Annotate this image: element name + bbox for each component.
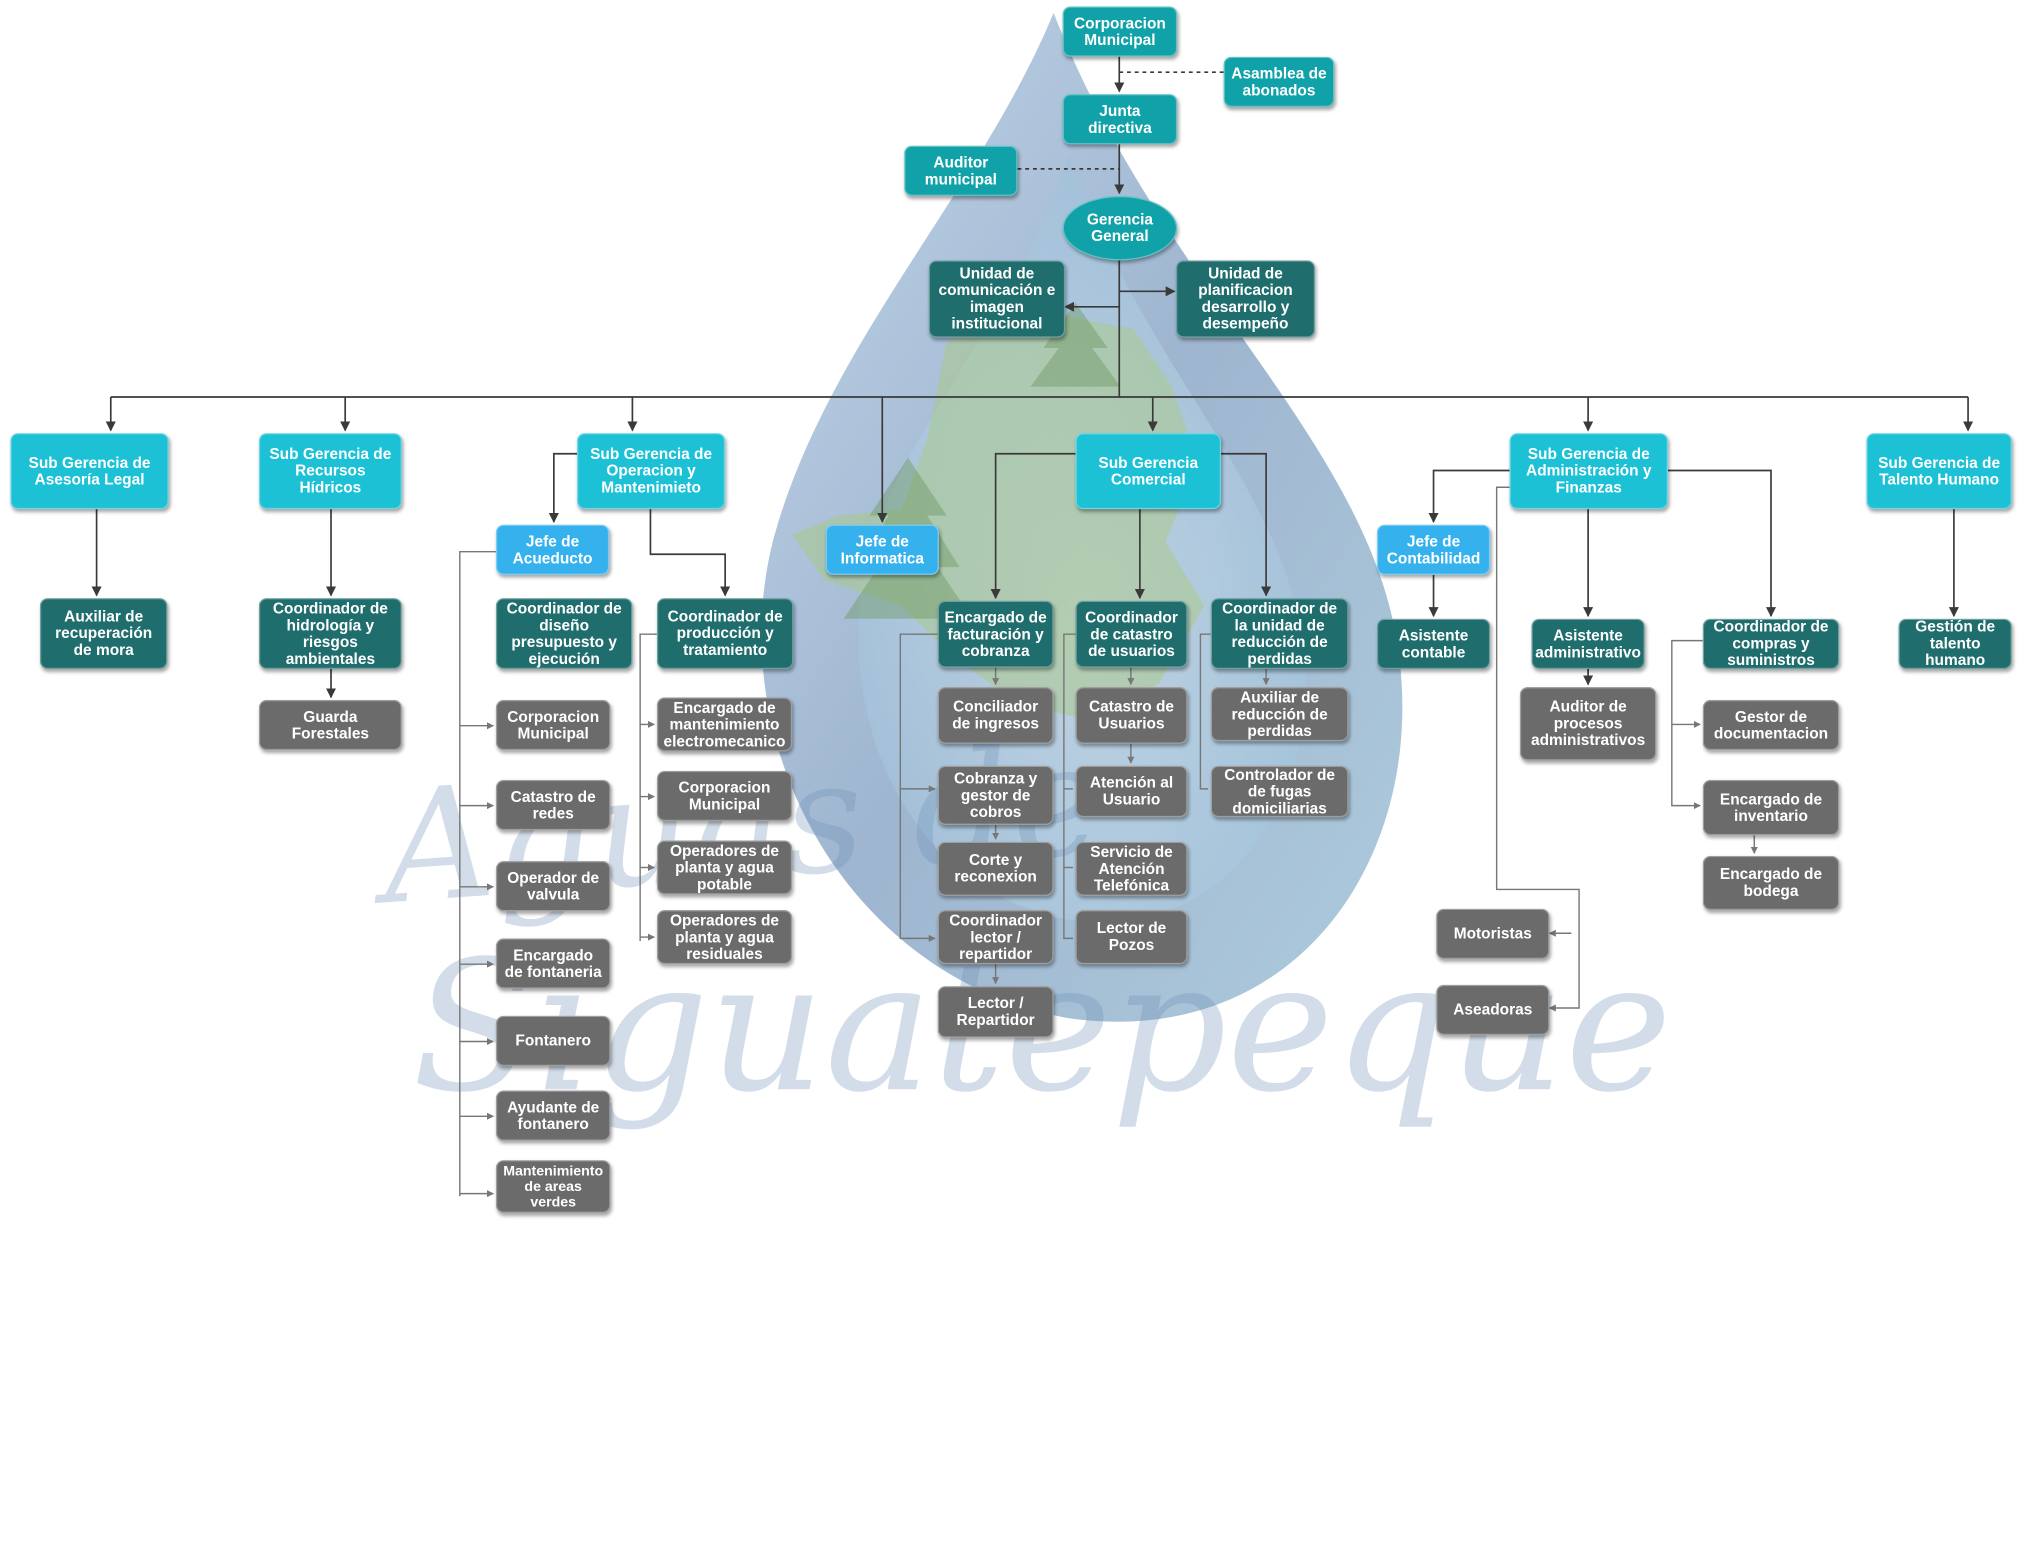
guarda-forestales-box: Guarda Forestales [258, 699, 402, 751]
cat-catastro-box: Catastro de Usuarios [1075, 687, 1188, 744]
connector-lines [91, 56, 1974, 1198]
sg-recursos-hidricos-box: Sub Gerencia de Recursos Hídricos [258, 433, 402, 510]
prod-corporacion-box: Corporacion Municipal [656, 770, 793, 822]
com-inventario-box: Encargado de inventario [1702, 779, 1840, 836]
asistente-contable-box: Asistente contable [1376, 618, 1491, 669]
auditor-municipal-box: Auditor municipal [904, 145, 1018, 196]
fac-cobranza-box: Cobranza y gestor de cobros [937, 765, 1054, 825]
jefe-informatica-box: Jefe de Informatica [825, 524, 939, 575]
acu-fontanero-box: Fontanero [495, 1015, 611, 1067]
prod-residuales-box: Operadores de planta y agua residuales [656, 910, 793, 965]
fac-coord-lector-box: Coordinador lector / repartidor [937, 910, 1054, 965]
cat-servicio-box: Servicio de Atención Telefónica [1075, 841, 1188, 896]
coord-hidrologia-box: Coordinador de hidrología y riesgos ambi… [258, 598, 402, 669]
sg-asesoria-legal-box: Sub Gerencia de Asesoría Legal [10, 433, 169, 510]
sg-talento-humano-box: Sub Gerencia de Talento Humano [1866, 433, 2012, 510]
coord-catastro-box: Coordinador de catastro de usuarios [1075, 600, 1188, 668]
aseadoras-box: Aseadoras [1436, 984, 1550, 1036]
fac-conciliador-box: Conciliador de ingresos [937, 687, 1054, 744]
auxiliar-mora-box: Auxiliar de recuperación de mora [39, 598, 168, 669]
acu-catastro-box: Catastro de redes [495, 779, 611, 831]
cat-atencion-box: Atención al Usuario [1075, 765, 1188, 818]
com-bodega-box: Encargado de bodega [1702, 855, 1840, 911]
per-auxiliar-box: Auxiliar de reducción de perdidas [1210, 687, 1349, 742]
asamblea-abonados-box: Asamblea de abonados [1223, 56, 1335, 107]
corporacion-municipal-box: Corporacion Municipal [1062, 6, 1178, 57]
gerencia-general-box: Gerencia General [1062, 195, 1178, 261]
acu-encargado-fontaneria-box: Encargado de fontaneria [495, 938, 611, 989]
per-controlador-box: Controlador de de fugas domiciliarias [1210, 765, 1349, 818]
jefe-contabilidad-box: Jefe de Contabilidad [1376, 524, 1491, 575]
unidad-planificacion-box: Unidad de planificacion desarrollo y des… [1175, 260, 1316, 338]
acu-corporacion-box: Corporacion Municipal [495, 699, 611, 751]
unidad-comunicacion-box: Unidad de comunicación e imagen instituc… [928, 260, 1066, 338]
sg-comercial-box: Sub Gerencia Comercial [1075, 433, 1222, 510]
coord-diseno-box: Coordinador de diseño presupuesto y ejec… [495, 598, 633, 669]
cat-lector-pozos-box: Lector de Pozos [1075, 910, 1188, 965]
com-gestor-box: Gestor de documentacion [1702, 699, 1840, 751]
gestion-talento-box: Gestión de talento humano [1898, 618, 2012, 669]
enc-facturacion-box: Encargado de facturación y cobranza [937, 600, 1054, 668]
coord-produccion-box: Coordinador de producción y tratamiento [656, 598, 794, 669]
junta-directiva-box: Junta directiva [1062, 94, 1178, 145]
fac-lector-box: Lector / Repartidor [937, 986, 1054, 1038]
acu-operador-box: Operador de valvula [495, 861, 611, 912]
asistente-administrativo-box: Asistente administrativo [1531, 618, 1645, 669]
sg-administracion-box: Sub Gerencia de Administración y Finanza… [1509, 433, 1668, 510]
coord-compras-box: Coordinador de compras y suministros [1702, 618, 1840, 669]
coord-perdidas-box: Coordinador de la unidad de reducción de… [1210, 598, 1349, 669]
acu-ayudante-box: Ayudante de fontanero [495, 1090, 611, 1141]
sg-operacion-box: Sub Gerencia de Operacion y Mantenimieto [577, 433, 726, 510]
motoristas-box: Motoristas [1436, 908, 1550, 960]
jefe-acueducto-box: Jefe de Acueducto [495, 524, 610, 575]
acu-mantenimiento-box: Mantenimiento de areas verdes [495, 1160, 611, 1213]
prod-encargado-box: Encargado de mantenimiento electromecani… [656, 697, 793, 752]
tree-shape-2 [1030, 302, 1121, 387]
prod-potable-box: Operadores de planta y agua potable [656, 840, 793, 895]
fac-corte-box: Corte y reconexion [937, 841, 1054, 896]
auditor-procesos-box: Auditor de procesos administrativos [1519, 687, 1657, 761]
